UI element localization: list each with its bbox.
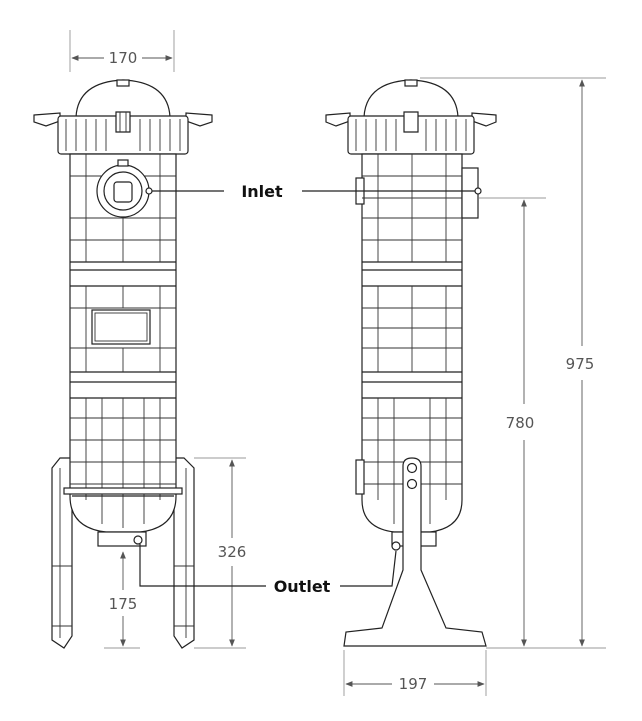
dimension-leg-height: 326	[194, 457, 247, 649]
outlet-callout: Outlet	[139, 544, 397, 596]
dimension-base-width: 197	[343, 650, 487, 696]
front-body	[63, 153, 183, 547]
outlet-label: Outlet	[274, 577, 331, 596]
front-view	[33, 79, 213, 649]
total-height-label: 975	[566, 355, 595, 373]
dimension-outlet-height: 175	[104, 551, 140, 649]
dimension-top-width: 170	[69, 30, 175, 72]
front-lid	[33, 79, 213, 155]
side-lid	[325, 79, 497, 155]
side-view	[325, 79, 497, 647]
leg-height-label: 326	[218, 543, 247, 561]
side-stand	[343, 457, 487, 647]
inlet-callout: Inlet	[145, 182, 482, 201]
dimension-inlet-height: 780	[478, 197, 546, 649]
outlet-height-label: 175	[109, 595, 138, 613]
inlet-label: Inlet	[241, 182, 283, 201]
dimension-total-height: 975	[420, 77, 606, 649]
inlet-height-label: 780	[506, 414, 535, 432]
base-width-label: 197	[399, 675, 428, 693]
top-width-label: 170	[109, 49, 138, 67]
